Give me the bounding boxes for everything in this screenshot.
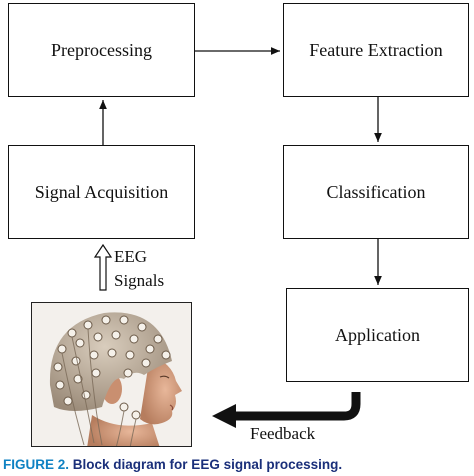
head-illustration [49,312,182,446]
figure-caption: FIGURE 2. Block diagram for EEG signal p… [3,457,342,472]
signal-acquisition-block: Signal Acquisition [8,145,195,239]
preprocessing-block: Preprocessing [8,3,195,97]
figure-number: FIGURE 2. [3,457,70,472]
preprocessing-label: Preprocessing [51,39,152,60]
figure-caption-text: Block diagram for EEG signal processing. [72,457,343,472]
signal-acquisition-label: Signal Acquisition [34,181,169,202]
classification-block: Classification [283,145,469,239]
classification-label: Classification [326,181,426,202]
feature-extraction-block: Feature Extraction [283,3,469,97]
eeg-signal-arrow [93,243,113,291]
eeg-head-image [31,302,192,447]
feature-extraction-label: Feature Extraction [309,39,443,60]
eeg-label-line2: Signals [114,271,165,290]
application-label: Application [335,324,420,345]
feedback-label: Feedback [250,424,316,443]
application-block: Application [286,288,469,382]
feedback-arrowhead [212,404,236,428]
eeg-label-line1: EEG [114,247,148,266]
feedback-arrow [232,392,361,421]
